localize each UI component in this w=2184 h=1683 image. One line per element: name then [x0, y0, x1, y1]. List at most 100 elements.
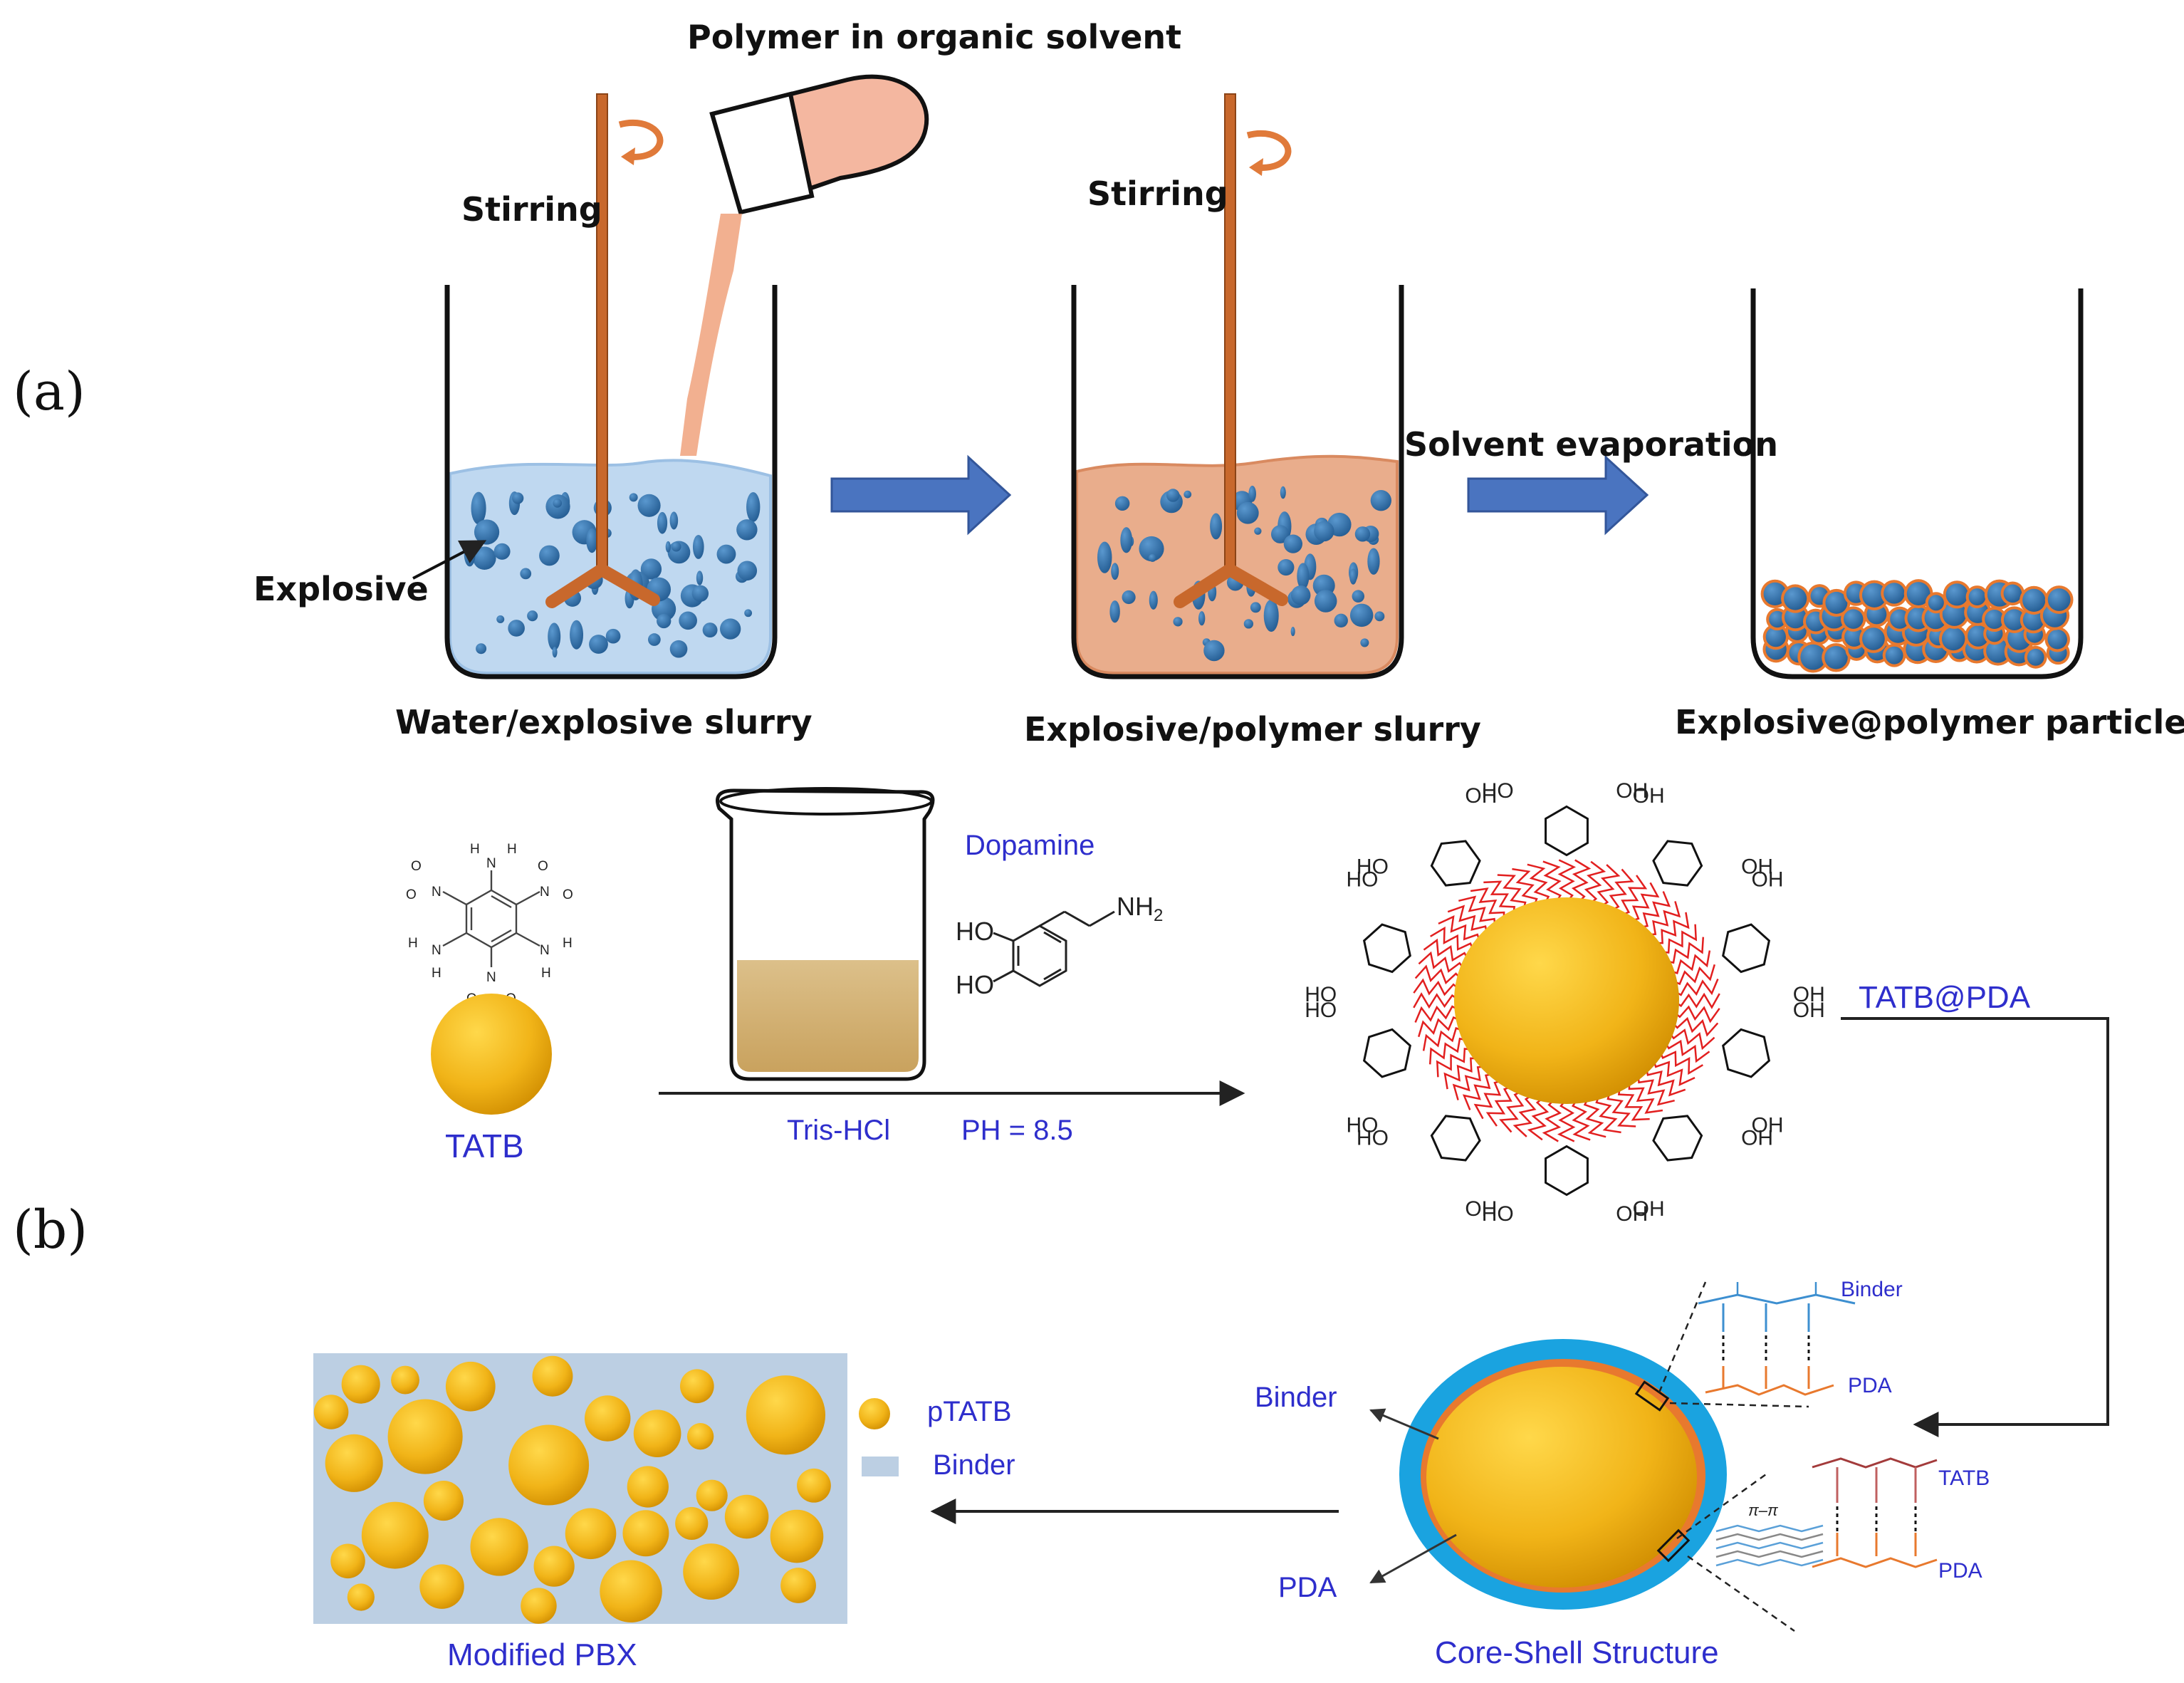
catechol-ring — [1652, 840, 1703, 887]
pda-chain — [1512, 1093, 1537, 1137]
explosive-particle — [552, 646, 558, 658]
pda-chain — [1671, 964, 1715, 986]
stack-layer — [1715, 1550, 1824, 1558]
explosive-particle — [1198, 611, 1206, 626]
particle-core — [1890, 609, 1910, 629]
explosive-particle — [1122, 590, 1136, 605]
particle-core — [1862, 627, 1885, 650]
explosive-particle — [1166, 489, 1180, 502]
explosive-particle — [1097, 541, 1112, 573]
particle-core — [1945, 583, 1968, 606]
pda-chain — [1638, 891, 1671, 929]
pda-chain — [1658, 1049, 1703, 1075]
pda-chain — [1413, 978, 1461, 996]
pour-stream — [680, 214, 742, 456]
explosive-particle — [473, 546, 496, 570]
pda-chain — [1609, 868, 1634, 912]
pda-chain — [1652, 1058, 1696, 1086]
pda-chain — [1436, 1048, 1475, 1078]
inset-pda-label-bottom: PDA — [1938, 1559, 1982, 1583]
catechol-ring — [1722, 923, 1771, 974]
explosive-particle — [647, 633, 661, 646]
panel-label-b: (b) — [13, 1199, 88, 1261]
hydroxyl-label: OH — [1752, 868, 1784, 892]
pda-chain — [1413, 992, 1461, 1009]
explosive-particle — [1314, 521, 1334, 542]
pda-chain — [1670, 1016, 1719, 1037]
explosive-particle — [744, 609, 753, 618]
explosive-particle — [1184, 490, 1192, 499]
beaker-explosive-polymer — [1071, 93, 1404, 679]
rotation-arrow-icon — [618, 119, 664, 160]
dopamine-structure — [993, 910, 1115, 987]
explosive-particle — [1248, 485, 1256, 502]
svg-text:O: O — [411, 859, 422, 874]
explosive-particle — [1349, 568, 1357, 585]
explosive-particle — [496, 615, 505, 624]
ptatb-particle — [325, 1434, 383, 1492]
legend-ptatb-swatch — [859, 1398, 890, 1429]
pda-chain — [1646, 901, 1681, 936]
explosive-particle — [736, 519, 758, 541]
svg-text:O: O — [406, 887, 417, 902]
explosive-particle — [746, 491, 761, 522]
condition-ph: PH = 8.5 — [961, 1115, 1073, 1146]
catechol-ring — [1430, 1115, 1481, 1162]
explosive-particle — [1370, 490, 1392, 511]
ptatb-particle — [532, 1355, 573, 1397]
pda-chain — [1418, 951, 1466, 973]
catechol-ring — [1652, 1115, 1703, 1162]
process-arrow-1 — [830, 454, 1012, 536]
particle-core — [2022, 609, 2044, 631]
inset-tatb-pda — [1715, 1457, 1938, 1568]
pda-chain — [1557, 1098, 1576, 1142]
pda-chain — [1667, 1028, 1715, 1051]
explosive-particle — [1297, 563, 1310, 590]
ptatb-particle — [627, 1466, 669, 1508]
pda-pointer — [1369, 1533, 1457, 1584]
hydroxyl-label: HO — [1305, 999, 1337, 1022]
explosive-particle — [471, 491, 486, 525]
svg-text:N: N — [432, 885, 441, 900]
ptatb-particle — [770, 1509, 824, 1563]
dopamine-beaker — [716, 787, 935, 1081]
pda-chain — [1617, 1085, 1650, 1121]
ptatb-particle — [565, 1508, 617, 1560]
explosive-particle — [1236, 501, 1259, 524]
pda-chain — [1645, 1066, 1686, 1097]
hydroxyl-label: OH — [1633, 1197, 1665, 1221]
pda-chain — [1452, 1065, 1488, 1100]
pda-chain — [1512, 867, 1538, 908]
explosive-particle — [527, 610, 538, 622]
explosive-particle — [1243, 619, 1254, 629]
hydroxyl-label: HO — [1482, 779, 1514, 803]
particle-core — [1883, 583, 1905, 604]
stirring-rod — [1224, 93, 1236, 572]
svg-text:O: O — [538, 859, 548, 874]
ptatb-particle — [600, 1560, 662, 1623]
pda-chain — [1557, 859, 1577, 903]
explosive-particle — [493, 543, 511, 560]
pda-chain — [1542, 860, 1562, 904]
pda-chain — [1663, 937, 1705, 964]
stack-layer — [1715, 1541, 1824, 1550]
explosive-particle — [1139, 536, 1164, 562]
hydroxyl-label: OH — [1633, 784, 1665, 808]
hydroxyl-label: OH — [1741, 1126, 1773, 1150]
process-arrow-2 — [1467, 454, 1649, 536]
explosive-particle — [1149, 590, 1158, 610]
svg-text:O: O — [563, 887, 573, 902]
tatb-molecule — [442, 870, 540, 967]
particle-core — [1968, 625, 1989, 647]
explosive-particle — [1120, 527, 1133, 553]
pda-chain — [1462, 1073, 1495, 1110]
pda-chain — [1414, 964, 1463, 985]
stirring-label-1: Stirring — [461, 190, 602, 229]
tatb-molecule-atoms: N H H N O O N H H N O O N H H N O O — [406, 842, 573, 1006]
explosive-particle — [691, 585, 709, 602]
pda-chain — [1673, 992, 1720, 1009]
explosive-particle — [669, 640, 688, 658]
ptatb-particle — [361, 1501, 429, 1569]
pda-chain — [1583, 1096, 1606, 1138]
pda-chain — [1418, 1016, 1463, 1038]
